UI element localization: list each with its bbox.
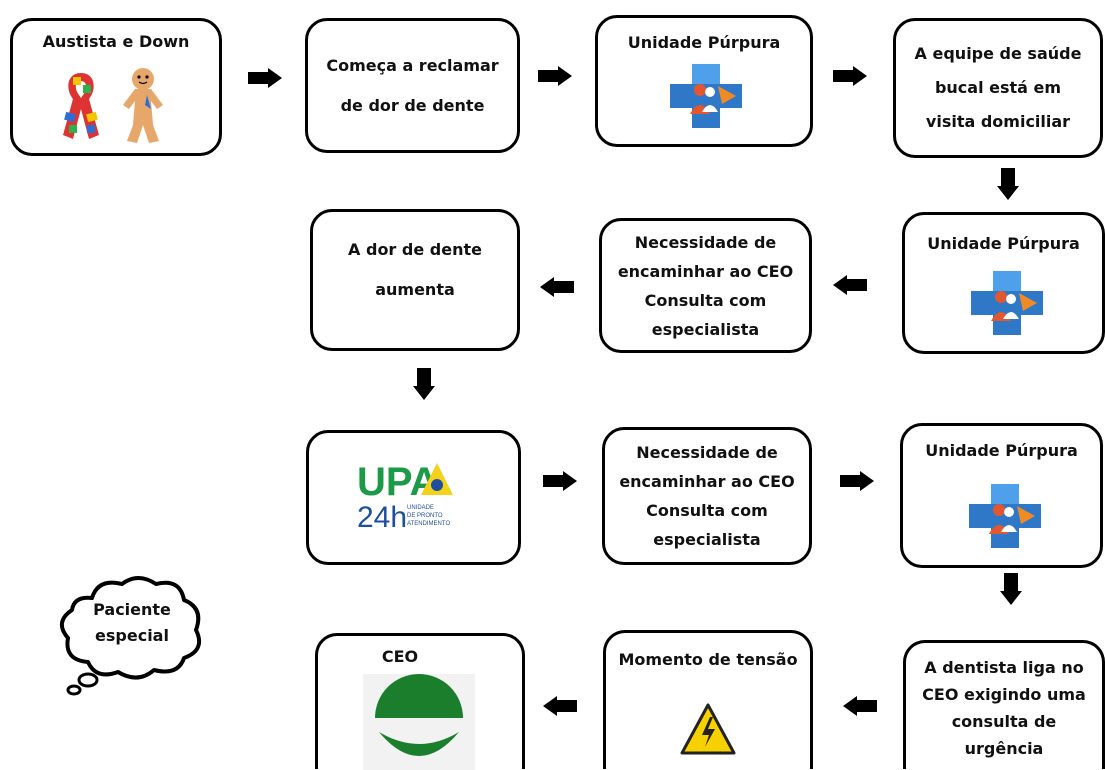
warning-electric-icon	[680, 703, 736, 755]
arrow-right-icon	[538, 66, 572, 86]
upa-logo-sub-2: DE PRONTO	[407, 513, 443, 519]
node-label: Unidade Púrpura	[927, 234, 1080, 253]
health-unit-cross-icon	[971, 271, 1043, 335]
arrow-right-icon	[833, 66, 867, 86]
health-unit-cross-icon	[670, 64, 742, 128]
node-label: Momento de tensão	[618, 650, 798, 669]
node-ceo: CEO	[315, 633, 525, 770]
node-label: Unidade Púrpura	[925, 441, 1078, 460]
arrow-right-icon	[248, 68, 282, 88]
node-unit-3: Unidade Púrpura	[900, 423, 1103, 568]
node-label: A dor de dente aumenta	[348, 240, 482, 299]
node-label: Começa a reclamar de dor de dente	[326, 55, 499, 115]
upa-logo-sub-3: ATENDIMENTO	[407, 521, 450, 527]
node-complaint: Começa a reclamar de dor de dente	[305, 18, 520, 153]
thought-bubble: Paciente especial	[52, 572, 212, 697]
node-unit-2: Unidade Púrpura	[902, 212, 1105, 354]
node-pain-increases: A dor de dente aumenta	[310, 209, 520, 351]
node-autism-down: Austista e Down	[10, 18, 222, 156]
node-tension: Momento de tensão	[603, 630, 813, 769]
upa-logo-sub-1: UNIDADE	[407, 505, 434, 511]
node-label: A dentista liga no CEO exigindo uma cons…	[922, 658, 1086, 758]
arrow-right-icon	[840, 471, 874, 491]
node-label: A equipe de saúde bucal está em visita d…	[914, 44, 1082, 131]
autism-ribbon-icon	[63, 73, 99, 139]
arrow-down-icon	[413, 368, 435, 400]
node-upa: UPA 24h UNIDADE DE PRONTO ATENDIMENTO	[306, 430, 521, 565]
cloud-shape	[60, 576, 201, 696]
arrow-left-icon	[843, 696, 877, 716]
node-unit-1: Unidade Púrpura	[595, 15, 813, 147]
upa-logo: UPA 24h UNIDADE DE PRONTO ATENDIMENTO	[357, 460, 453, 534]
node-label: Unidade Púrpura	[627, 33, 781, 52]
ceo-logo-icon	[363, 674, 475, 770]
node-referral-1: Necessidade de encaminhar ao CEO Consult…	[599, 218, 812, 353]
arrow-left-icon	[543, 696, 577, 716]
upa-logo-main: UPA	[357, 460, 438, 504]
node-label: Austista e Down	[42, 32, 190, 51]
arrow-down-icon	[1000, 573, 1022, 605]
thought-label: Paciente especial	[93, 600, 171, 645]
node-dentist-calls: A dentista liga no CEO exigindo uma cons…	[903, 640, 1105, 769]
node-label: Necessidade de encaminhar ao CEO Consult…	[619, 443, 795, 549]
arrow-down-icon	[997, 168, 1019, 200]
arrow-left-icon	[540, 277, 574, 297]
arrow-left-icon	[833, 275, 867, 295]
health-unit-cross-icon	[969, 484, 1041, 548]
upa-logo-num: 24h	[357, 501, 407, 534]
node-label: Necessidade de encaminhar ao CEO Consult…	[617, 232, 794, 339]
node-label: CEO	[381, 647, 419, 666]
gingerbread-person-icon	[123, 68, 163, 143]
arrow-right-icon	[543, 471, 577, 491]
node-home-visit: A equipe de saúde bucal está em visita d…	[893, 18, 1103, 158]
node-referral-2: Necessidade de encaminhar ao CEO Consult…	[602, 427, 812, 565]
